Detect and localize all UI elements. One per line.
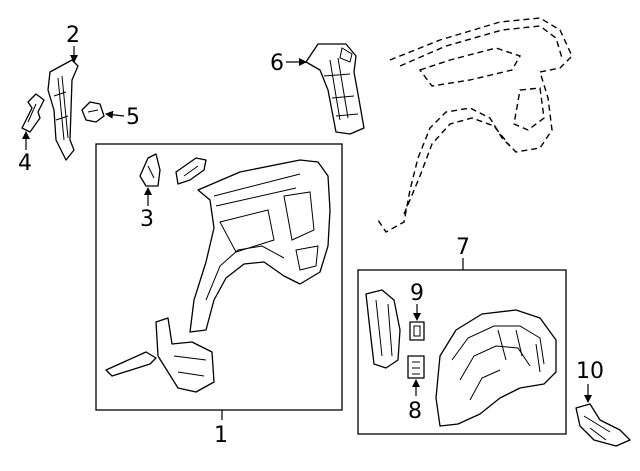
upper-reinforcement-part [305, 43, 365, 135]
corner-bracket-part [575, 403, 631, 447]
callout-label-9: 9 [410, 281, 424, 306]
small-bracket-part [139, 153, 161, 187]
callout-9: 9 [410, 281, 424, 321]
lower-extension-part [155, 317, 215, 393]
callout-label-7: 7 [456, 235, 470, 260]
callout-2: 2 [66, 23, 80, 63]
clip-part [81, 101, 105, 123]
tie-bracket-part [175, 157, 207, 185]
callout-1: 1 [214, 410, 228, 448]
callout-label-3: 3 [140, 207, 154, 232]
inner-quarter-panel-part [189, 159, 331, 333]
callout-4: 4 [18, 131, 32, 176]
assembly-box-1 [95, 143, 343, 411]
callout-label-1: 1 [214, 423, 228, 448]
callout-label-8: 8 [408, 399, 422, 424]
lower-plug-part [407, 355, 425, 379]
callout-8: 8 [408, 379, 422, 424]
callout-6: 6 [270, 51, 307, 76]
assembly-box-7 [357, 269, 567, 435]
pillar-bracket-part [47, 59, 79, 161]
callout-label-5: 5 [126, 105, 140, 130]
upper-plug-part [409, 321, 425, 341]
callout-10: 10 [576, 359, 604, 403]
callout-label-4: 4 [18, 151, 32, 176]
callout-label-6: 6 [270, 51, 284, 76]
long-brace-part [105, 351, 157, 377]
callout-3: 3 [140, 187, 154, 232]
body-panel-reference-outline [377, 17, 573, 233]
callout-7: 7 [456, 235, 470, 270]
callout-label-2: 2 [66, 23, 80, 48]
angled-brace-part [21, 93, 45, 133]
splash-shield-part [365, 289, 401, 369]
wheelhouse-liner-part [435, 309, 557, 427]
callout-label-10: 10 [576, 359, 604, 384]
callout-5: 5 [105, 105, 140, 130]
